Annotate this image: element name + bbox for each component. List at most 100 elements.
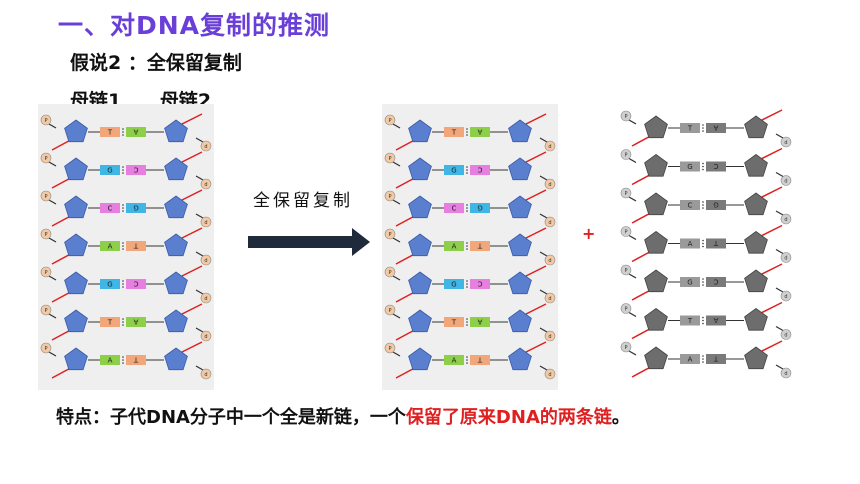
base-letter: G [687, 279, 692, 287]
base-letter: C [452, 205, 457, 213]
deoxyribose-label: d [548, 182, 551, 188]
hydrogen-bond [122, 207, 124, 209]
hydrogen-bond [702, 316, 704, 319]
sugar-pentagon-icon [644, 308, 668, 331]
sugar-pentagon-icon [744, 269, 768, 293]
hydrogen-bond [702, 127, 704, 129]
base-letter: G [687, 163, 692, 171]
base-block [680, 200, 700, 210]
sugar-pentagon-icon [408, 309, 432, 333]
deoxyribose-icon [780, 252, 792, 263]
phosphate-label: P [388, 346, 391, 352]
phosphate-icon [384, 190, 396, 202]
base-block [444, 203, 464, 213]
base-letter: A [133, 318, 138, 326]
hydrogen-bond [702, 361, 704, 363]
base-block [680, 123, 700, 133]
sugar-pentagon-icon [64, 233, 88, 257]
base-letter: T [477, 242, 483, 250]
base-block [444, 317, 464, 327]
deoxyribose-label: d [784, 256, 787, 262]
hydrogen-bond [122, 283, 124, 285]
feature-highlight: 保留了原来DNA的两条链 [405, 407, 612, 428]
hydrogen-bond [122, 324, 124, 326]
hydrogen-bond [702, 278, 704, 280]
base-block [444, 165, 464, 175]
base-letter: G [477, 204, 482, 212]
base-block [126, 127, 146, 137]
hydrogen-bond [702, 130, 704, 132]
base-letter: C [713, 278, 718, 286]
deoxyribose-label: d [784, 371, 787, 377]
phosphate-icon [384, 342, 396, 354]
base-letter: A [688, 240, 693, 248]
base-block [100, 241, 120, 251]
base-block [470, 127, 490, 137]
base-letter: C [133, 280, 138, 288]
base-letter: A [133, 128, 138, 136]
base-letter: T [107, 129, 113, 137]
sugar-pentagon-icon [744, 231, 768, 254]
hydrogen-bond [122, 362, 124, 364]
phosphate-icon [384, 266, 396, 278]
phosphate-icon [40, 228, 52, 240]
phosphate-label: P [388, 118, 391, 124]
deoxyribose-label: d [204, 220, 207, 226]
phosphate-label: P [44, 118, 47, 124]
base-block [100, 355, 120, 365]
hydrogen-bond [122, 356, 124, 358]
sugar-pentagon-icon [64, 309, 88, 333]
hydrogen-bond [466, 318, 468, 320]
sugar-pentagon-icon [644, 115, 668, 139]
base-letter: T [133, 242, 139, 250]
sugar-pentagon-icon [164, 157, 188, 181]
sugar-pentagon-icon [744, 154, 768, 177]
base-block [680, 315, 700, 326]
deoxyribose-icon [200, 368, 212, 380]
deoxyribose-label: d [548, 372, 551, 378]
base-letter: G [713, 201, 718, 209]
base-letter: T [451, 129, 457, 137]
phosphate-label: P [44, 232, 47, 238]
phosphate-label: P [388, 194, 391, 200]
hydrogen-bond [122, 169, 124, 171]
hydrogen-bond [466, 172, 468, 174]
phosphate-icon [40, 152, 52, 164]
hydrogen-bond [466, 286, 468, 288]
base-block [470, 279, 490, 289]
hydrogen-bond [466, 280, 468, 282]
base-letter: G [107, 281, 112, 289]
base-block [100, 279, 120, 289]
hydrogen-bond [466, 362, 468, 364]
sugar-pentagon-icon [408, 271, 432, 295]
base-letter: A [477, 128, 482, 136]
sugar-pentagon-icon [644, 346, 668, 370]
deoxyribose-icon [544, 216, 556, 228]
base-letter: A [477, 318, 482, 326]
phosphate-icon [620, 110, 632, 122]
hydrogen-bond [466, 248, 468, 250]
base-letter: A [452, 243, 457, 251]
base-block [444, 241, 464, 251]
phosphate-icon [620, 187, 632, 199]
sugar-pentagon-icon [644, 192, 668, 216]
arrow-label: 全保留复制 [253, 191, 353, 211]
phosphate-label: P [624, 153, 627, 159]
deoxyribose-icon [544, 330, 556, 342]
hydrogen-bond [702, 162, 704, 165]
phosphate-label: P [624, 268, 627, 274]
base-letter: T [713, 355, 719, 363]
phosphate-label: P [388, 232, 391, 238]
deoxyribose-icon [780, 136, 792, 148]
deoxyribose-label: d [548, 296, 551, 302]
base-block [680, 354, 700, 364]
phosphate-label: P [44, 156, 47, 162]
hydrogen-bond [702, 124, 704, 126]
sugar-pentagon-icon [644, 269, 668, 293]
phosphate-icon [384, 304, 396, 316]
sugar-pentagon-icon [64, 195, 88, 219]
